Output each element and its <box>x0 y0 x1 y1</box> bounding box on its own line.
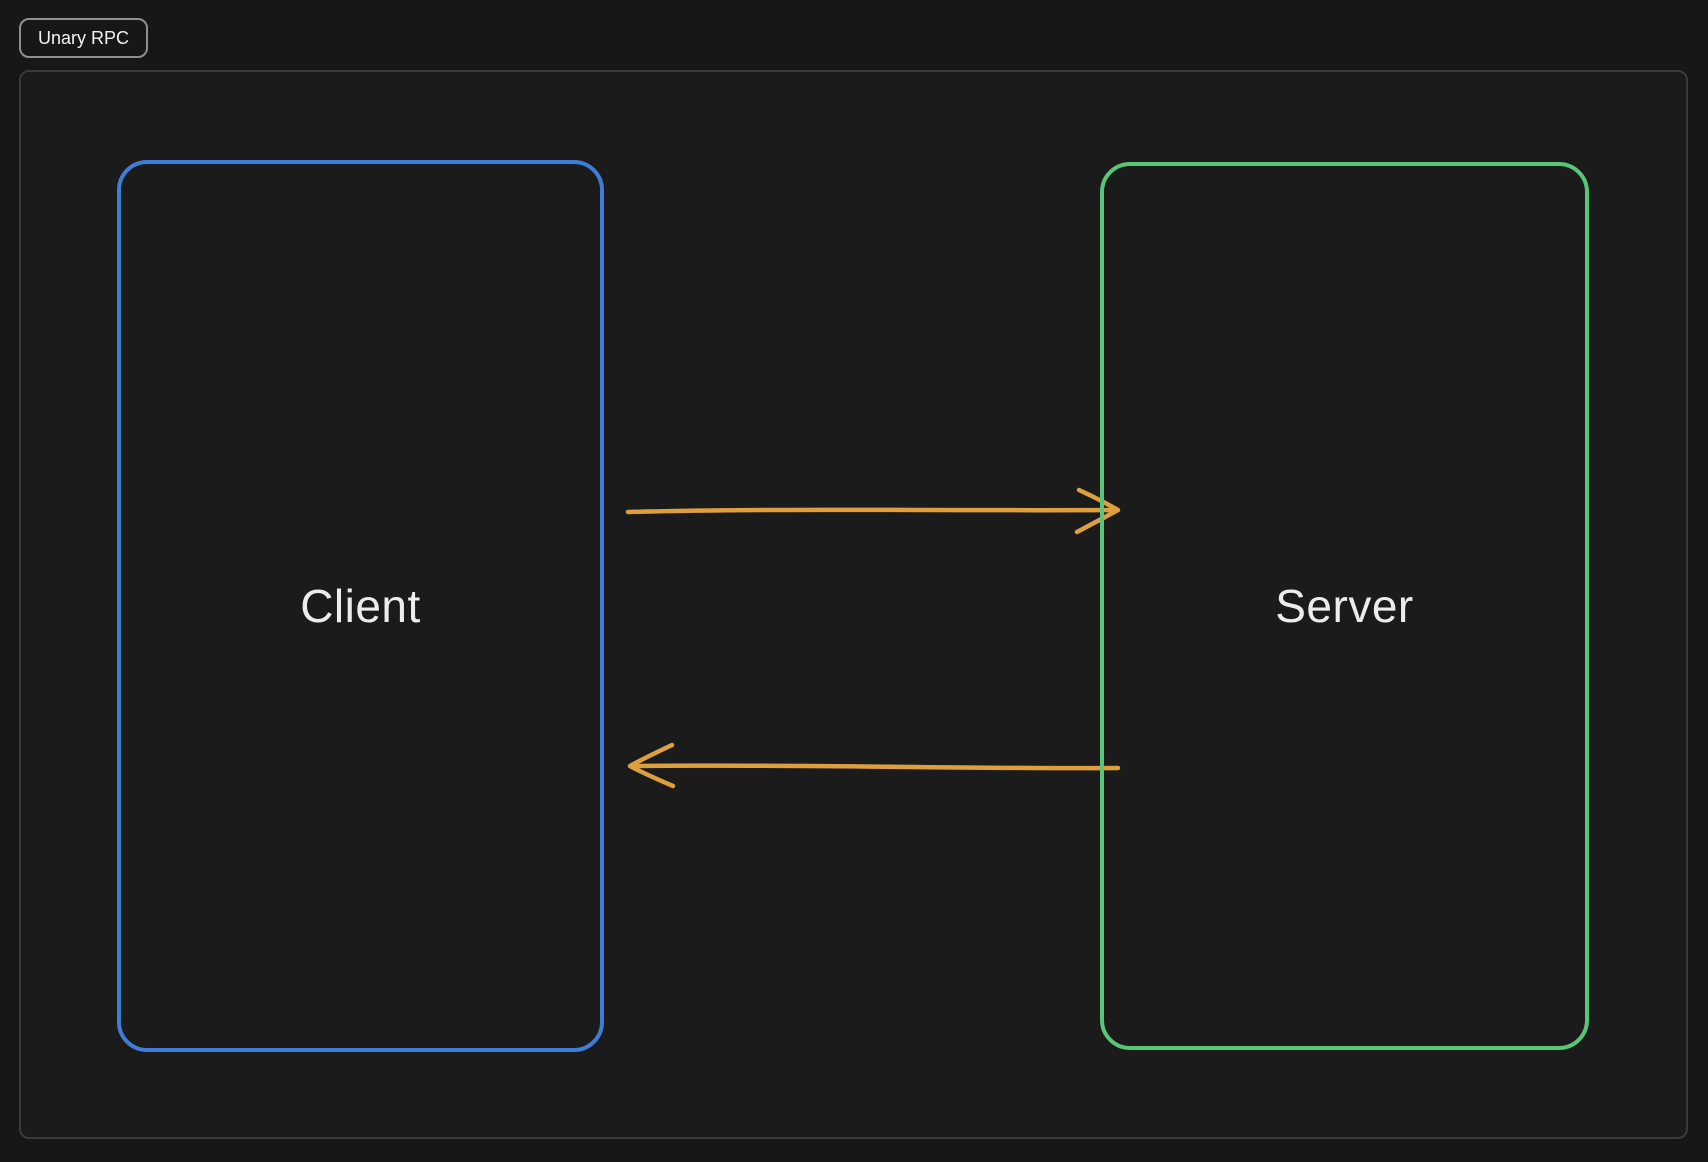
arrow-layer <box>625 487 1121 789</box>
request-arrow[interactable] <box>625 487 1121 535</box>
response-arrow[interactable] <box>627 742 1121 789</box>
diagram-canvas[interactable] <box>19 70 1688 1139</box>
server-node-label: Server <box>1275 580 1414 632</box>
request-arrow-line[interactable] <box>625 507 1118 515</box>
client-node[interactable]: Client <box>117 160 604 1052</box>
client-node-label: Client <box>300 580 421 632</box>
request-arrowhead-icon <box>1074 487 1121 535</box>
server-node[interactable]: Server <box>1100 162 1589 1050</box>
response-arrow-line[interactable] <box>629 763 1121 771</box>
unary-rpc-mode-button[interactable]: Unary RPC <box>19 18 149 58</box>
response-arrowhead-icon <box>627 742 676 789</box>
